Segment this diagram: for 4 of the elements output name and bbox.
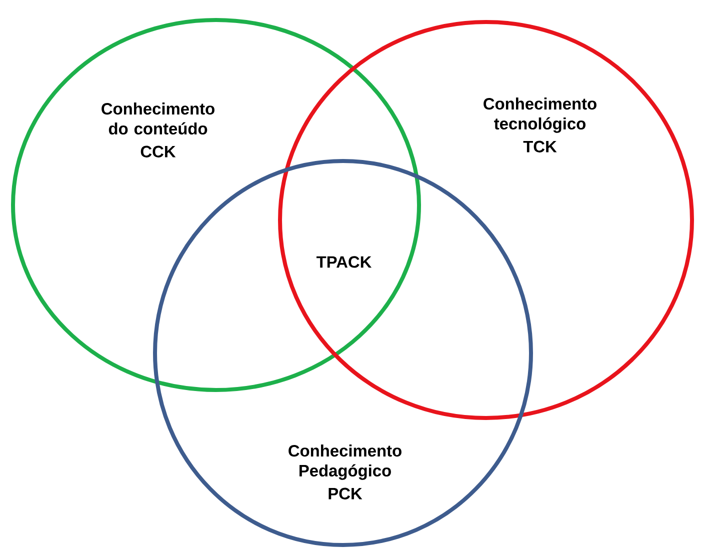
center-label: TPACK bbox=[316, 256, 372, 268]
circle-label: Conhecimento do conteúdo CCK bbox=[102, 102, 214, 158]
circle-label: Conhecimento Pedagógico PCK bbox=[288, 444, 402, 500]
circle-label: Conhecimento tecnológico TCK bbox=[484, 98, 596, 152]
